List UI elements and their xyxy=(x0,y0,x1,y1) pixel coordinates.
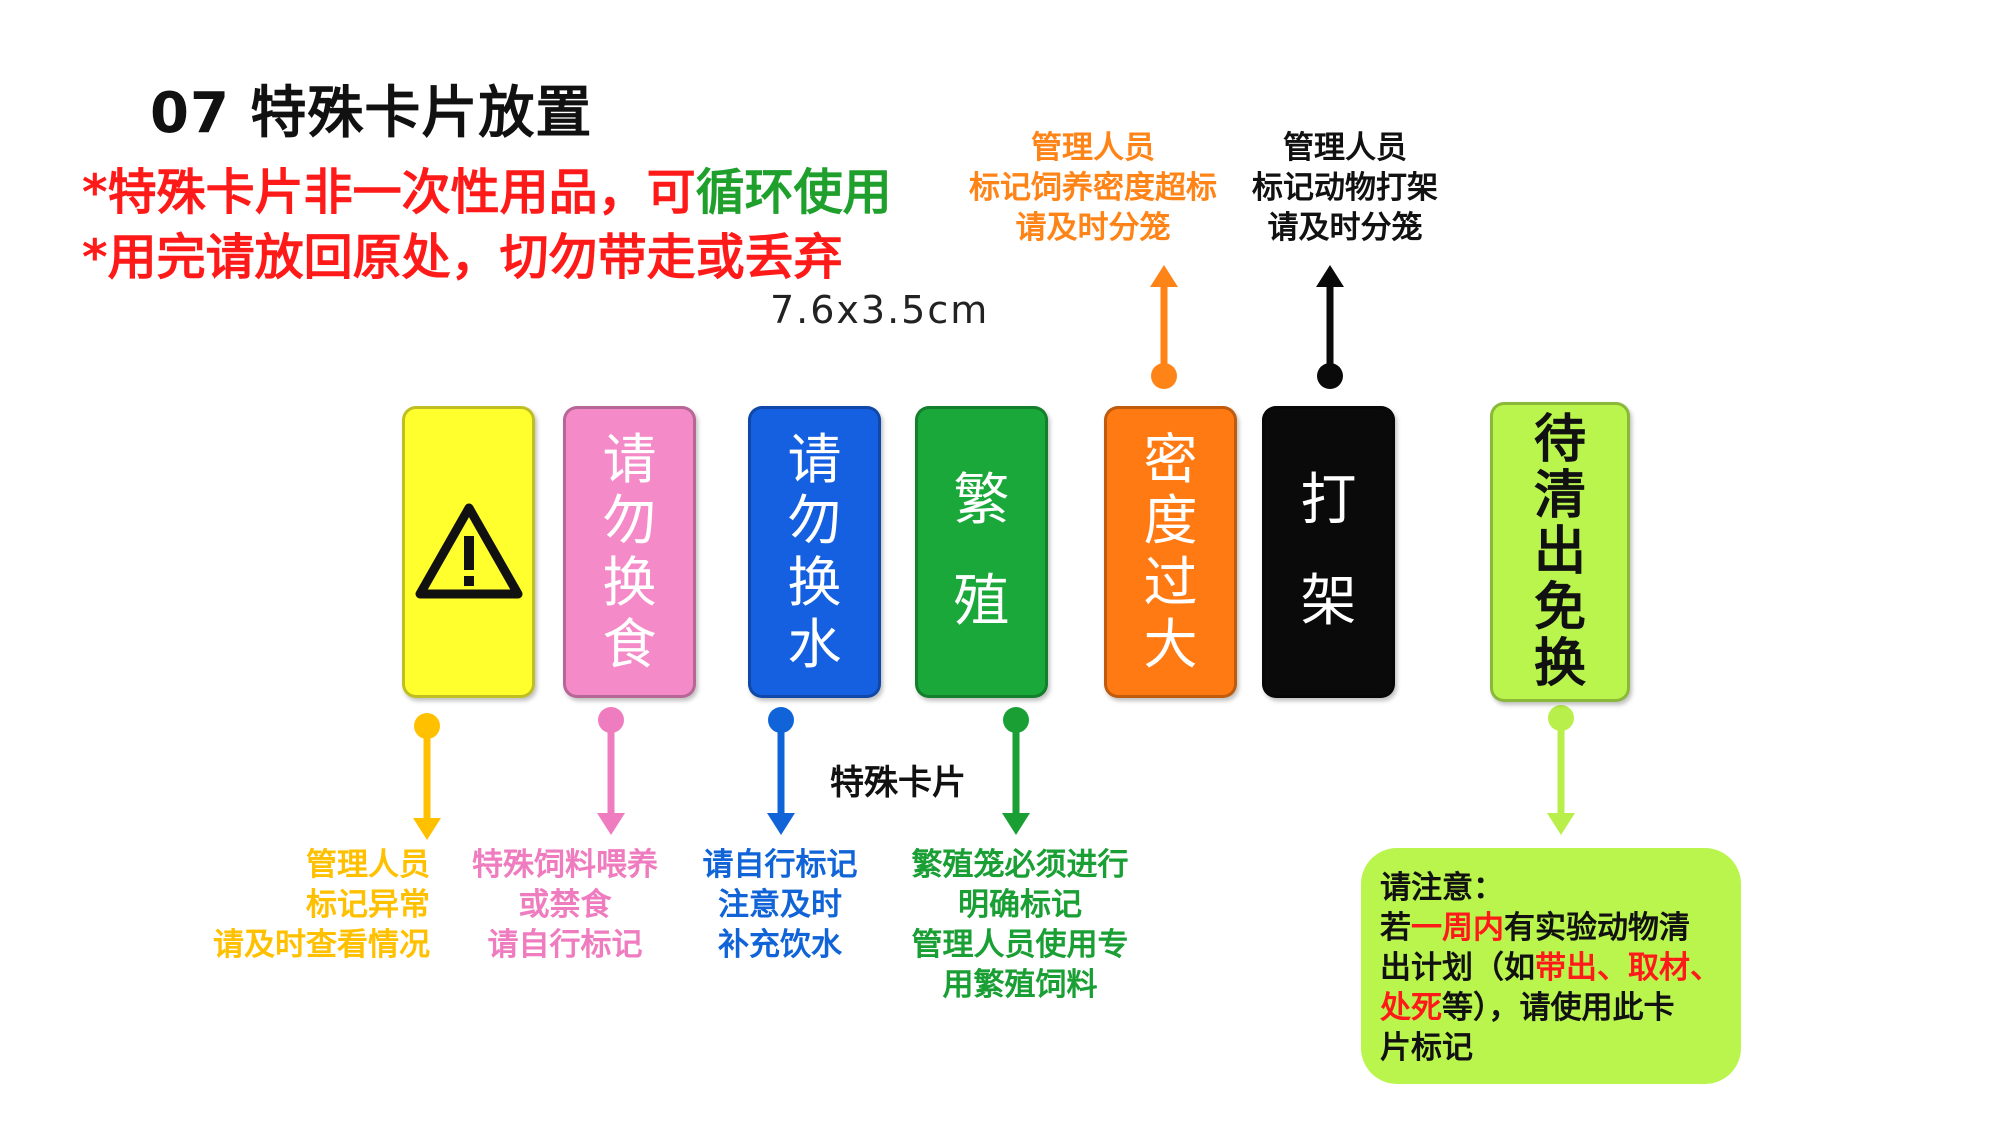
desc-line: 标记异常 xyxy=(306,887,430,923)
card-breeding: 繁 殖 xyxy=(915,406,1048,698)
card-char: 繁 xyxy=(953,468,1010,534)
card-char: 换 xyxy=(787,551,842,614)
note-emphasis: 带出、取材、 xyxy=(1535,950,1721,986)
card-char: 勿 xyxy=(787,489,842,553)
card-char: 勿 xyxy=(602,489,657,553)
card-pending-clear: 待 清 出 免 换 xyxy=(1490,402,1630,702)
desc-line: 管理人员 xyxy=(1283,130,1407,166)
note-line: 出计划（如带出、取材、 xyxy=(1380,948,1721,988)
desc-line: 注意及时 xyxy=(718,887,842,923)
card-char: 待 xyxy=(1533,408,1586,470)
desc-line: 请自行标记 xyxy=(702,847,858,883)
arrow-no-water-change xyxy=(767,707,795,835)
desc-line: 特殊饲料喂养 xyxy=(472,847,658,883)
desc-fighting: 管理人员 标记动物打架 请及时分笼 xyxy=(1240,128,1450,248)
note-fragment: 等），请使用此卡 xyxy=(1442,990,1675,1026)
desc-line: 管理人员 xyxy=(1031,130,1155,166)
desc-line: 管理人员 xyxy=(306,847,430,883)
note-emphasis: 处死 xyxy=(1380,990,1442,1026)
notice-reusable-red: *特殊卡片非一次性用品，可 xyxy=(82,164,696,221)
card-char: 免 xyxy=(1533,577,1586,639)
desc-line: 或禁食 xyxy=(518,887,612,923)
notice-reusable-green: 循环使用 xyxy=(695,164,892,221)
note-line: 若一周内有实验动物清 xyxy=(1380,908,1721,948)
card-fighting: 打 架 xyxy=(1262,406,1395,698)
card-char: 请 xyxy=(602,427,657,491)
desc-overcrowded: 管理人员 标记饲养密度超标 请及时分笼 xyxy=(958,128,1228,248)
desc-line: 请及时查看情况 xyxy=(213,927,430,963)
card-char: 过 xyxy=(1143,551,1198,614)
desc-line: 请自行标记 xyxy=(487,927,643,963)
card-char: 清 xyxy=(1533,464,1586,526)
desc-no-water-change: 请自行标记 注意及时 补充饮水 xyxy=(690,845,870,965)
arrow-pending-clear xyxy=(1547,705,1575,835)
arrow-fighting xyxy=(1316,265,1344,389)
card-char: 换 xyxy=(1533,633,1586,695)
note-fragment: 若 xyxy=(1380,910,1411,946)
special-cards-label: 特殊卡片 xyxy=(830,763,966,803)
card-char: 食 xyxy=(602,612,657,676)
desc-line: 标记饲养密度超标 xyxy=(969,170,1217,206)
desc-line: 标记动物打架 xyxy=(1252,170,1438,206)
note-fragment: 出计划（如 xyxy=(1380,950,1535,986)
card-overcrowded: 密 度 过 大 xyxy=(1104,406,1237,698)
card-char: 打 xyxy=(1300,468,1357,534)
desc-line: 用繁殖饲料 xyxy=(942,967,1098,1003)
card-char: 密 xyxy=(1143,427,1198,491)
card-warning xyxy=(402,406,535,698)
card-char: 殖 xyxy=(953,569,1010,634)
desc-line: 请及时分笼 xyxy=(1267,210,1423,246)
card-char: 出 xyxy=(1533,520,1586,582)
note-line: 处死等），请使用此卡 xyxy=(1380,988,1721,1028)
desc-line: 补充饮水 xyxy=(718,927,842,963)
desc-line: 请及时分笼 xyxy=(1015,210,1171,246)
desc-line: 繁殖笼必须进行 xyxy=(911,847,1129,883)
arrow-warning xyxy=(413,713,441,840)
desc-warning: 管理人员 标记异常 请及时查看情况 xyxy=(190,845,430,965)
note-fragment: 有实验动物清 xyxy=(1504,910,1690,946)
desc-line: 明确标记 xyxy=(958,887,1082,923)
card-size-label: 7.6x3.5cm xyxy=(770,288,990,332)
card-char: 架 xyxy=(1300,569,1357,634)
note-box xyxy=(1361,848,1741,1084)
card-no-water-change: 请 勿 换 水 xyxy=(748,406,881,698)
card-char: 换 xyxy=(602,551,657,614)
notice-return: *用完请放回原处，切勿带走或丢弃 xyxy=(82,229,843,286)
note-line: 片标记 xyxy=(1380,1030,1473,1066)
warning-triangle-icon xyxy=(415,503,522,599)
desc-breeding: 繁殖笼必须进行 明确标记 管理人员使用专 用繁殖饲料 xyxy=(895,845,1145,1005)
desc-line: 管理人员使用专 xyxy=(911,927,1129,963)
card-char: 请 xyxy=(787,427,842,491)
arrow-overcrowded xyxy=(1150,265,1178,389)
desc-no-food-change: 特殊饲料喂养 或禁食 请自行标记 xyxy=(455,845,675,965)
page-title: 07 特殊卡片放置 xyxy=(150,81,593,146)
arrow-breeding xyxy=(1002,707,1030,835)
note-text: 请注意： 若一周内有实验动物清 出计划（如带出、取材、 处死等），请使用此卡 片… xyxy=(1380,868,1721,1068)
note-heading: 请注意： xyxy=(1380,870,1504,906)
arrow-no-food-change xyxy=(597,707,625,835)
notice-reusable: *特殊卡片非一次性用品，可循环使用 xyxy=(82,153,892,224)
card-char: 度 xyxy=(1143,489,1198,553)
card-no-food-change: 请 勿 换 食 xyxy=(563,406,696,698)
card-char: 大 xyxy=(1143,612,1198,676)
card-char: 水 xyxy=(787,612,842,676)
note-emphasis: 一周内 xyxy=(1411,910,1504,946)
